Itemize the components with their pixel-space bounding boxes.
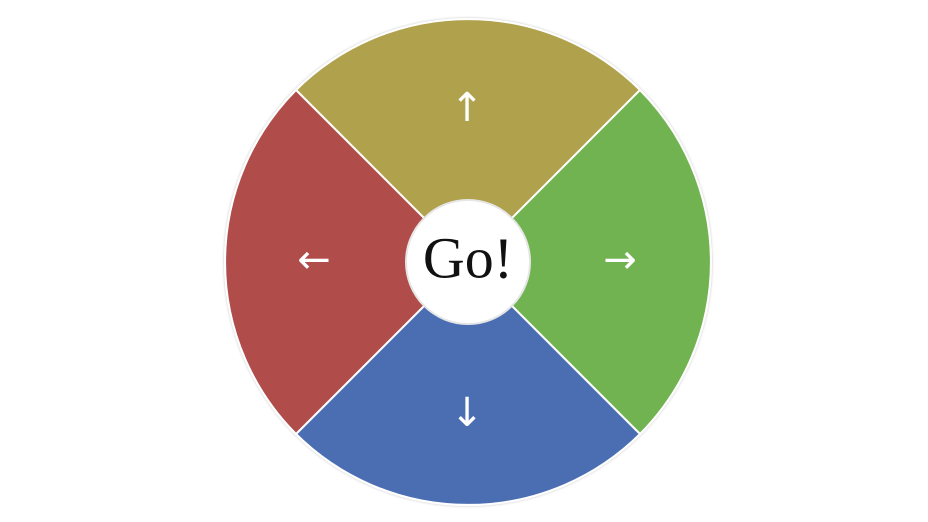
right-segment-button[interactable] [466, 88, 712, 436]
down-segment-button[interactable] [294, 260, 642, 506]
left-segment-button[interactable] [224, 88, 470, 436]
go-button-label[interactable]: Go! [423, 226, 513, 291]
go-button-circle[interactable] [405, 199, 531, 325]
go-button[interactable]: Go! [405, 199, 531, 325]
up-segment-button[interactable] [294, 18, 642, 264]
wheel-ring [224, 18, 712, 506]
